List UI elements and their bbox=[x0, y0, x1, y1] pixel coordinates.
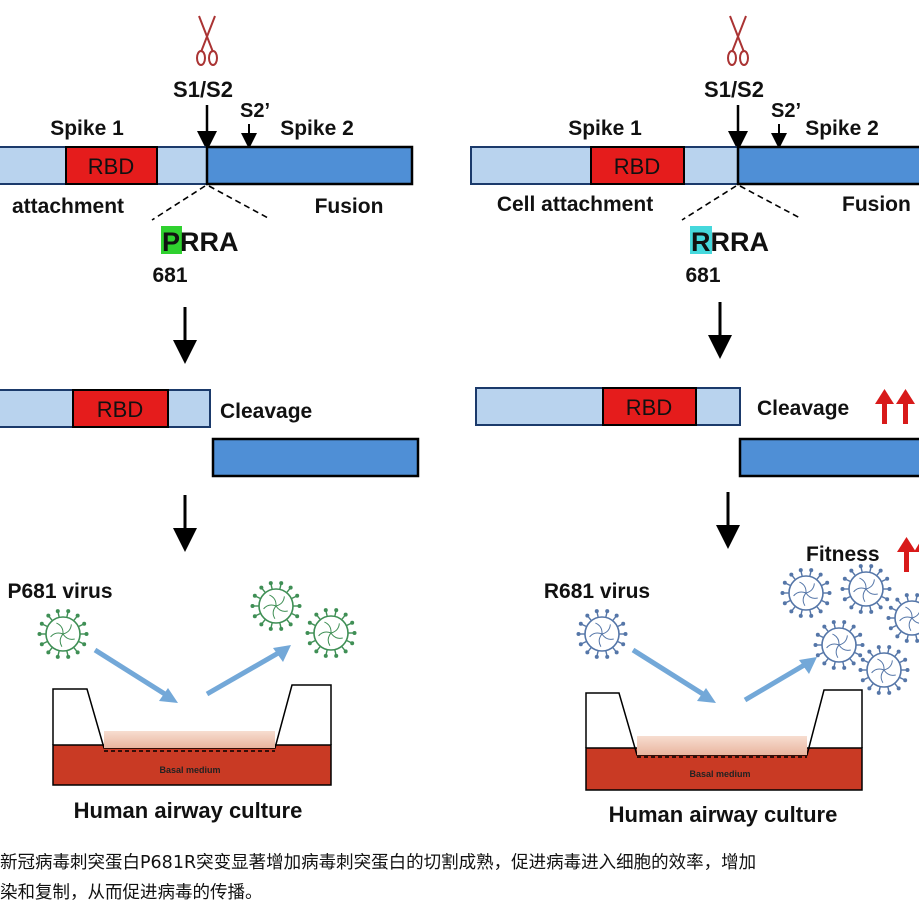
figure-caption: 新冠病毒刺突蛋白P681R突变显著增加病毒刺突蛋白的切割成熟，促进病毒进入细胞的… bbox=[0, 848, 919, 908]
virus-particle-icon bbox=[781, 568, 832, 618]
rbd-label: RBD bbox=[88, 154, 134, 179]
virus-particle-icon bbox=[38, 609, 89, 659]
medium-label: Basal medium bbox=[159, 765, 220, 775]
entry-arrow bbox=[95, 650, 168, 696]
s2-prime-label: S2’ bbox=[240, 100, 270, 122]
position-label: 681 bbox=[685, 264, 720, 287]
cleavage-label: Cleavage bbox=[220, 400, 312, 423]
cleavage-label: Cleavage bbox=[757, 397, 849, 420]
fusion-label: Fusion bbox=[842, 193, 911, 216]
caption-line-1: 新冠病毒刺突蛋白P681R突变显著增加病毒刺突蛋白的切割成熟，促进病毒进入细胞的… bbox=[0, 848, 919, 878]
increase-arrows-icon bbox=[875, 389, 915, 424]
cleaved-s2 bbox=[740, 439, 919, 476]
culture-well: Basal medium bbox=[53, 685, 331, 785]
spike1-label: Spike 1 bbox=[50, 117, 124, 140]
s2-subunit bbox=[738, 147, 919, 184]
virus-particle-icon bbox=[841, 564, 892, 614]
cleaved-s2 bbox=[213, 439, 418, 476]
s1s2-label: S1/S2 bbox=[173, 77, 233, 102]
exit-arrow bbox=[745, 664, 806, 700]
left-panel: S1/S2 S2’ Spike 1 Spike 2 RBD attachment… bbox=[0, 16, 418, 823]
culture-label: Human airway culture bbox=[74, 798, 303, 823]
spike1-label: Spike 1 bbox=[568, 117, 642, 140]
fusion-label: Fusion bbox=[315, 195, 384, 218]
position-label: 681 bbox=[152, 264, 187, 287]
attachment-label: attachment bbox=[12, 195, 124, 218]
virus-particle-icon bbox=[859, 645, 910, 695]
motif-sequence: RRRA bbox=[691, 227, 769, 257]
virus-particle-icon bbox=[814, 620, 865, 670]
s2-subunit bbox=[207, 147, 412, 184]
virus-particle-icon bbox=[306, 608, 357, 658]
airway-tissue bbox=[104, 731, 275, 748]
virus-particle-icon bbox=[251, 581, 302, 631]
scissors-icon bbox=[728, 16, 748, 65]
culture-well: Basal medium bbox=[586, 690, 862, 790]
medium-label: Basal medium bbox=[689, 769, 750, 779]
spike2-label: Spike 2 bbox=[805, 117, 879, 140]
virus-label: P681 virus bbox=[7, 580, 112, 603]
virus-particle-icon bbox=[887, 593, 919, 643]
zoom-line-left bbox=[682, 186, 736, 220]
virus-particle-icon bbox=[577, 609, 628, 659]
spike2-label: Spike 2 bbox=[280, 117, 354, 140]
virus-label: R681 virus bbox=[544, 580, 650, 603]
right-panel: S1/S2 S2’ Spike 1 Spike 2 RBD Cell attac… bbox=[471, 16, 919, 827]
attachment-label: Cell attachment bbox=[497, 193, 653, 216]
zoom-line-right bbox=[209, 186, 268, 218]
fitness-label: Fitness bbox=[806, 543, 880, 566]
zoom-line-left bbox=[152, 186, 205, 220]
scissors-icon bbox=[197, 16, 217, 65]
s1s2-label: S1/S2 bbox=[704, 77, 764, 102]
fitness-increase-arrows-icon bbox=[897, 537, 919, 572]
airway-tissue bbox=[637, 736, 807, 755]
exit-arrow bbox=[207, 652, 280, 694]
entry-arrow bbox=[633, 650, 706, 696]
motif-sequence: PRRA bbox=[162, 227, 239, 257]
culture-label: Human airway culture bbox=[609, 802, 838, 827]
cleaved-rbd-label: RBD bbox=[626, 395, 672, 420]
cleaved-rbd-label: RBD bbox=[97, 397, 143, 422]
caption-line-2: 染和复制，从而促进病毒的传播。 bbox=[0, 878, 919, 908]
zoom-line-right bbox=[740, 186, 800, 218]
rbd-label: RBD bbox=[614, 154, 660, 179]
s2-prime-label: S2’ bbox=[771, 100, 801, 122]
